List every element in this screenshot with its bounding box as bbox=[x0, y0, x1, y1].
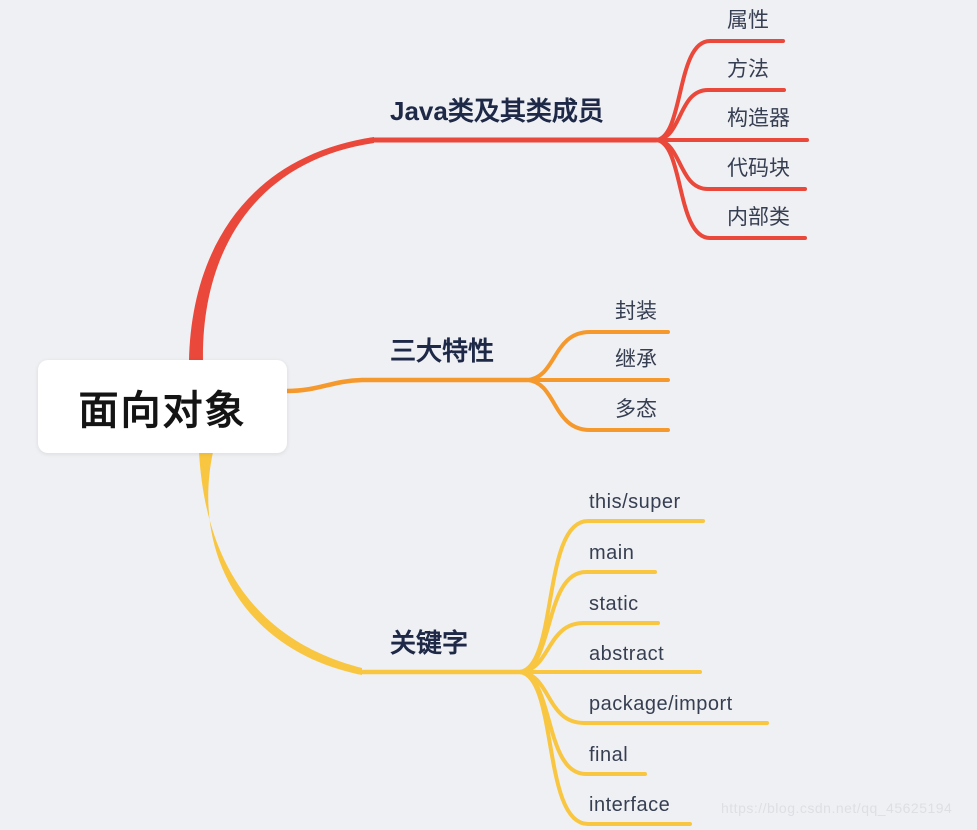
node-fangfa: 方法 bbox=[727, 58, 769, 81]
node-interface: interface bbox=[589, 794, 671, 816]
connector-shuxing bbox=[654, 39, 785, 142]
node-duotai: 多态 bbox=[615, 398, 657, 421]
node-package-import: package/import bbox=[589, 693, 733, 715]
node-fengzhuang: 封装 bbox=[615, 300, 657, 323]
branch-tedian-underline bbox=[283, 377, 530, 394]
root-node-label: 面向对象 bbox=[78, 388, 247, 433]
connector-static bbox=[518, 621, 660, 674]
branch-java-trunk bbox=[189, 137, 374, 362]
csdn-watermark: https://blog.csdn.net/qq_45625194 bbox=[721, 800, 953, 816]
branch-guanjianzi-trunk bbox=[199, 452, 362, 675]
node-jicheng: 继承 bbox=[615, 348, 657, 371]
connector-fangfa bbox=[654, 88, 786, 142]
node-this-super: this/super bbox=[589, 491, 681, 513]
node-final: final bbox=[589, 744, 629, 766]
connector-duotai bbox=[525, 378, 670, 432]
connector-interface bbox=[518, 670, 692, 826]
node-shuxing: 属性 bbox=[727, 9, 769, 32]
connector-fengzhuang bbox=[525, 330, 670, 382]
node-gouzaoqi: 构造器 bbox=[727, 107, 790, 130]
node-abstract: abstract bbox=[589, 643, 665, 665]
connector-neibulei bbox=[654, 138, 807, 240]
connector-main bbox=[518, 570, 657, 674]
branch-label-keywords: 关键字 bbox=[390, 628, 469, 658]
branch-label-java-class: Java类及其类成员 bbox=[390, 96, 604, 126]
node-main: main bbox=[589, 542, 635, 564]
node-static: static bbox=[589, 593, 639, 615]
branch-label-three-features: 三大特性 bbox=[390, 336, 495, 366]
node-neibulei: 内部类 bbox=[727, 206, 790, 229]
node-daimakuai: 代码块 bbox=[727, 157, 790, 180]
root-node: 面向对象 bbox=[38, 360, 287, 453]
